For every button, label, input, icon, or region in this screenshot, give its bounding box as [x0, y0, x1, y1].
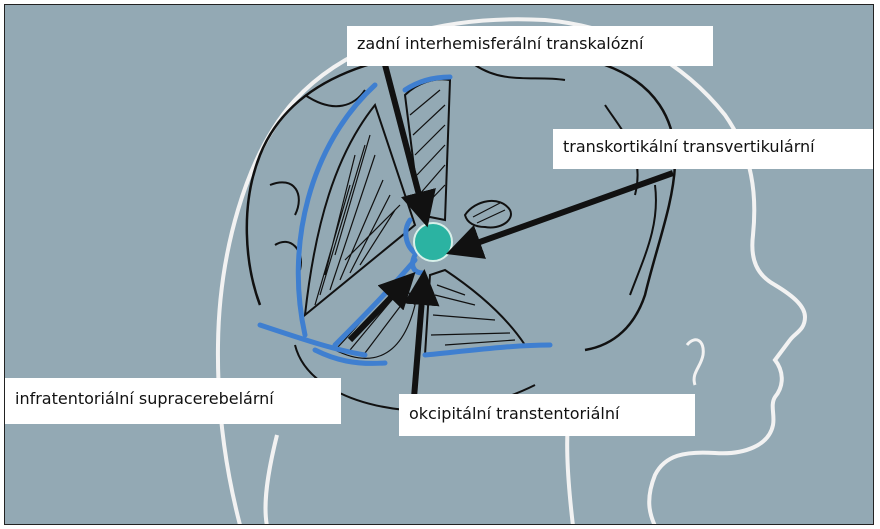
- diagram-frame: zadní interhemisferální transkalózní tra…: [4, 4, 874, 525]
- ear-outline: [265, 435, 277, 525]
- label-transtentorial-approach: okcipitální transtentoriální: [399, 394, 695, 436]
- approach-arrows: [350, 57, 673, 410]
- hatch-wedge-parietal: [305, 105, 415, 315]
- hatch-wedge-occipital: [425, 270, 525, 355]
- hatch-lateral-ventricle: [465, 201, 511, 228]
- label-interhemispheric-approach: zadní interhemisferální transkalózní: [347, 26, 713, 66]
- label-supracerebellar-approach: infratentoriální supracerebelární: [5, 378, 341, 424]
- ear-detail: [687, 340, 703, 385]
- arrow-transcortical: [463, 173, 673, 248]
- label-transcortical-approach: transkortikální transvertikulární: [553, 129, 874, 169]
- target-lesion: [414, 223, 452, 261]
- brain-outline: [247, 49, 675, 350]
- head-brain-illustration: [5, 5, 874, 525]
- hatch-wedge-superior: [405, 79, 450, 220]
